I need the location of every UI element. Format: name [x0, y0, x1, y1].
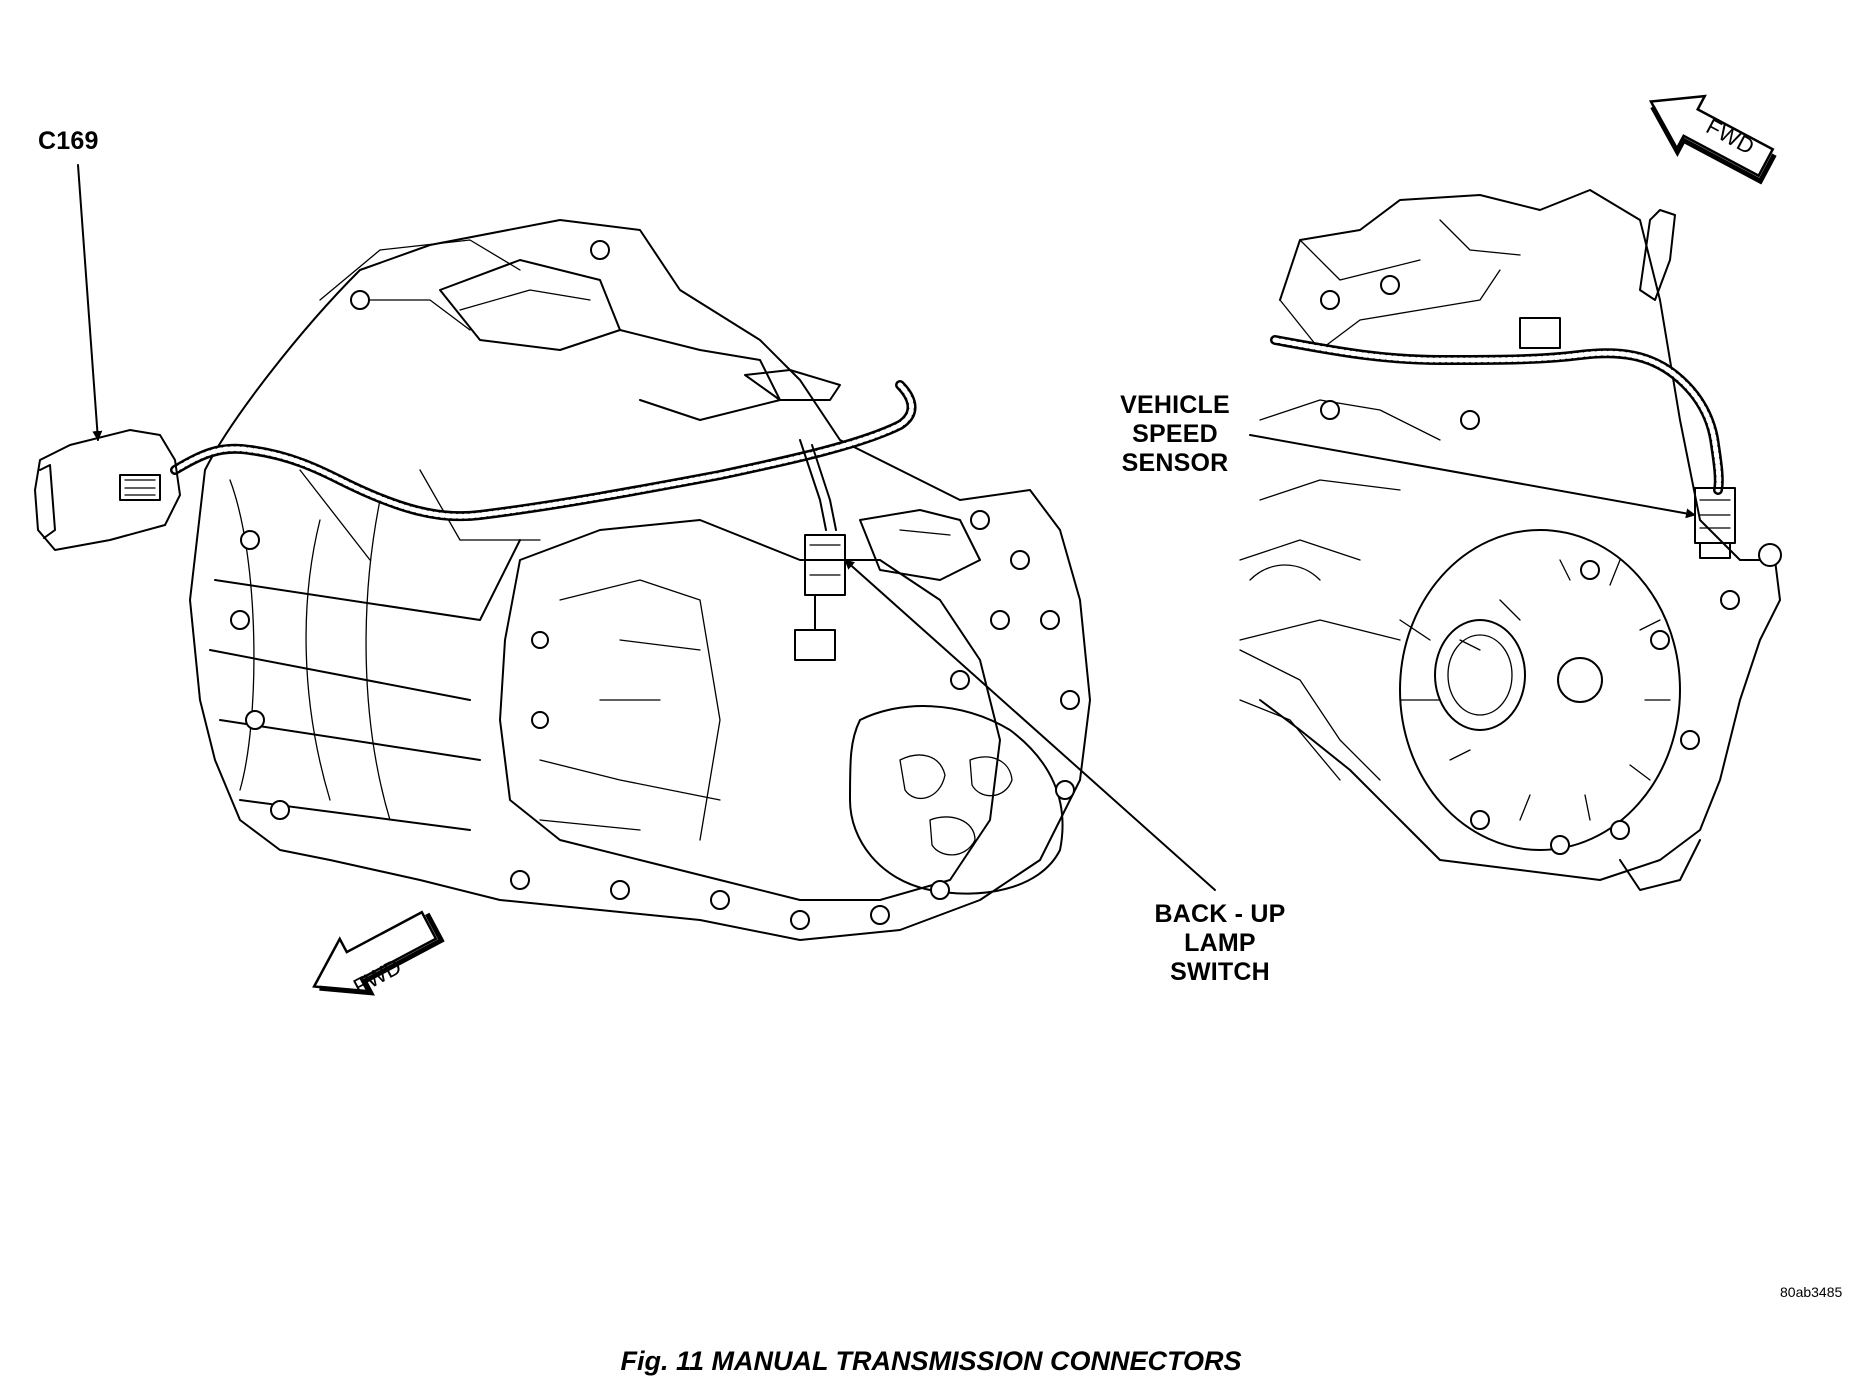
vss-label-line-1: VEHICLE	[1120, 391, 1230, 419]
vehicle-speed-sensor	[1694, 487, 1736, 559]
wiring-harness	[170, 380, 917, 531]
backup-lamp-switch-connector	[794, 534, 846, 661]
backup-label-line-1: BACK - UP	[1154, 900, 1286, 928]
fwd-arrow-right	[1648, 94, 1777, 185]
backup-label-line-2: LAMP	[1184, 929, 1256, 957]
vss-harness	[1270, 317, 1724, 495]
c169-label: C169	[38, 127, 99, 155]
vss-label-line-2: SPEED	[1132, 420, 1218, 448]
fwd-arrow-left	[312, 910, 445, 996]
vehicle-speed-sensor-label: VEHICLE SPEED SENSOR	[1090, 391, 1260, 478]
backup-lamp-switch-label: BACK - UP LAMP SWITCH	[1130, 900, 1310, 987]
c169-connector	[34, 429, 181, 551]
backup-label-line-3: SWITCH	[1170, 958, 1270, 986]
transmission-detail-view	[1239, 189, 1782, 891]
figure-caption: Fig. 11 MANUAL TRANSMISSION CONNECTORS	[620, 1346, 1242, 1376]
vss-label-line-3: SENSOR	[1121, 449, 1229, 477]
manual-transmission-left-view	[189, 219, 1091, 941]
figure-id: 80ab3485	[1780, 1284, 1843, 1300]
